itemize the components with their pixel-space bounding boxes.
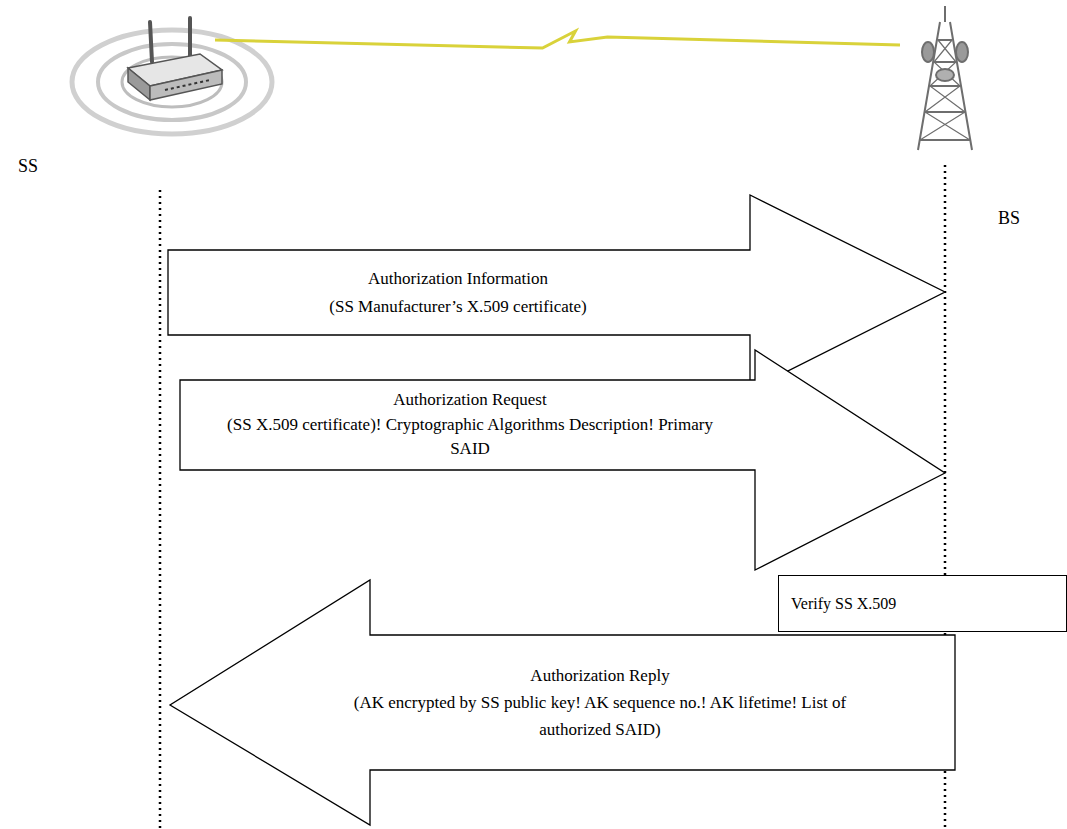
router-icon	[72, 18, 272, 134]
message-params: (SS Manufacturer’s X.509 certificate)	[329, 293, 586, 320]
tower-dish	[936, 69, 954, 81]
station-name: SS	[18, 156, 38, 178]
signal-ring	[98, 44, 246, 120]
label-holder: SS	[18, 156, 38, 178]
arrow-shape	[170, 580, 955, 825]
label-holder: BS	[998, 208, 1020, 230]
arrow-shape	[168, 195, 945, 390]
arrow-outline	[180, 350, 945, 570]
station-label: SS	[15, 20, 215, 190]
lifeline	[159, 190, 162, 829]
message-title: Authorization Reply	[530, 662, 669, 689]
message-params: (SS X.509 certificate)! Cryptographic Al…	[220, 413, 720, 462]
message-title: Authorization Request	[393, 388, 546, 413]
message-title: Verify SS X.509	[791, 594, 896, 615]
tower-leg	[918, 22, 972, 150]
radio-link	[215, 31, 900, 48]
arrow-shape	[180, 350, 945, 570]
antenna	[150, 22, 152, 62]
text-area: Authorization Request(SS X.509 certifica…	[220, 380, 720, 470]
tower-dish	[956, 42, 968, 62]
tower-bar	[920, 40, 970, 140]
process-box: Verify SS X.509	[778, 575, 1067, 632]
station-name: BS	[998, 208, 1020, 230]
station-label: BS	[900, 5, 1060, 240]
block-arrow: Authorization Information(SS Manufacture…	[168, 195, 945, 390]
router-side	[128, 68, 150, 100]
block-arrow: Authorization Request(SS X.509 certifica…	[180, 350, 945, 570]
text-area: Authorization Reply(AK encrypted by SS p…	[325, 635, 875, 770]
block-arrow: Authorization Reply(AK encrypted by SS p…	[170, 580, 955, 825]
tower-brace	[920, 40, 970, 140]
antenna	[188, 18, 192, 58]
tower-mast	[944, 6, 946, 22]
arrow-outline	[168, 195, 945, 390]
signal-ring	[72, 30, 272, 134]
message-params: (AK encrypted by SS public key! AK seque…	[325, 689, 875, 743]
message-title: Authorization Information	[368, 265, 548, 292]
router-leds	[165, 80, 210, 90]
text-area: Verify SS X.509	[791, 576, 1061, 633]
tower-dish	[922, 42, 934, 62]
tower-icon	[918, 6, 972, 150]
text-area: Authorization Information(SS Manufacture…	[208, 250, 708, 335]
router-front	[150, 70, 222, 100]
